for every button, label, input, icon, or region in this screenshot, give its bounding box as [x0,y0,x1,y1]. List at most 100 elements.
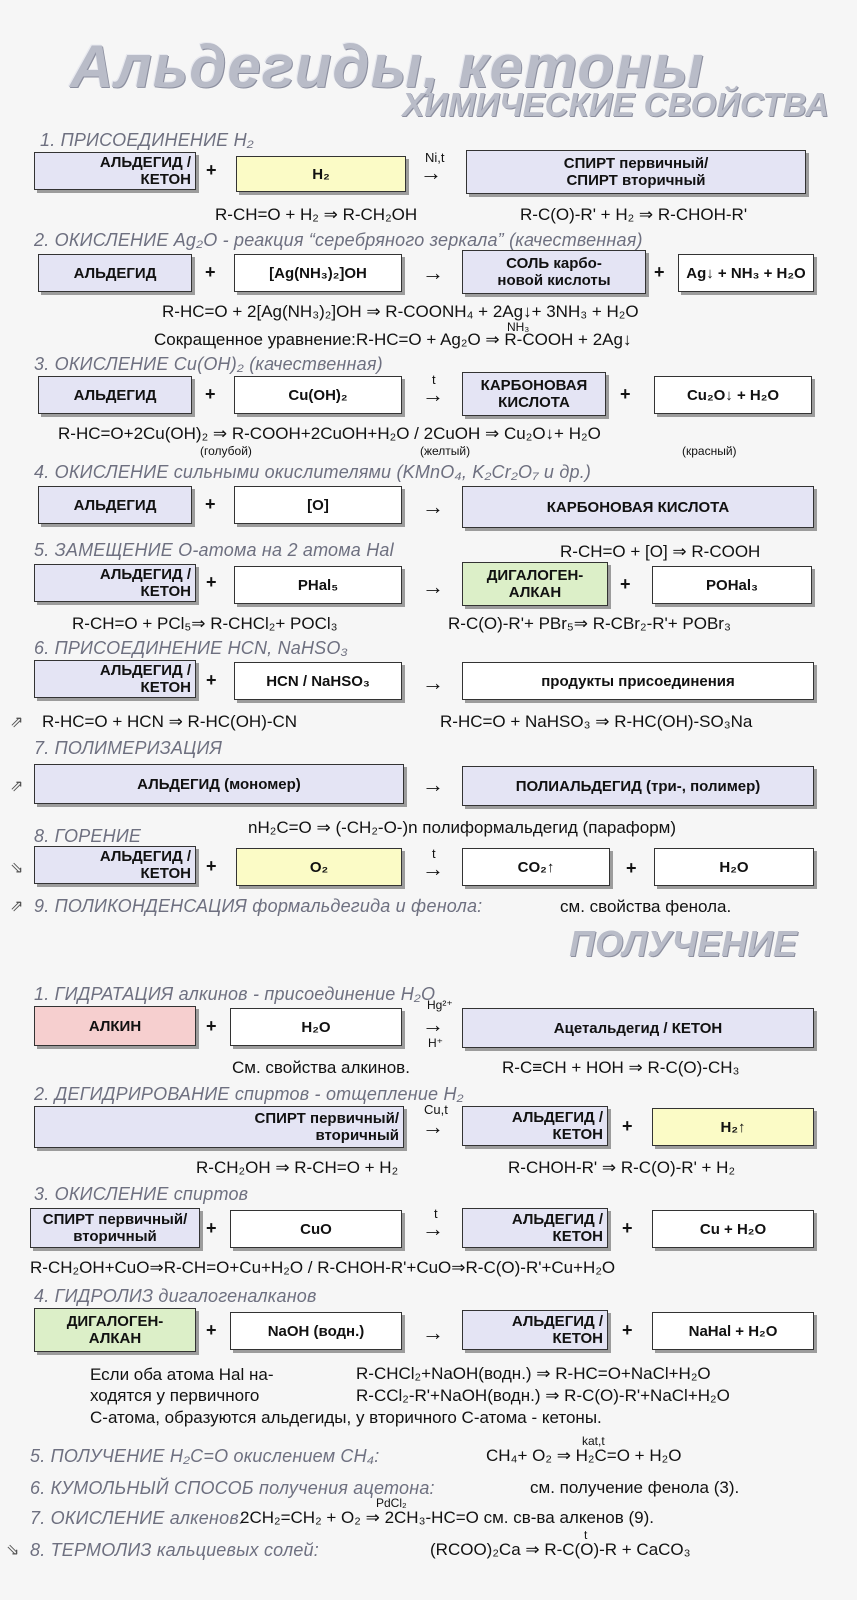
box-co2: CO₂↑ [462,848,610,886]
equation-primary-alcohol: R-CH₂OH ⇒ R-CH=O + H₂ [196,1158,399,1177]
plus-sign: + [206,160,217,180]
equation-thermolysis: (RCOO)₂Ca ⇒ R-C(O)-R + CaCO₃ [430,1540,691,1559]
note-red: (красный) [682,444,737,458]
heading-substitution-hal: 5. ЗАМЕЩЕНИЕ О-атома на 2 атома Hal [34,540,394,560]
plus-sign: + [206,670,217,690]
box-dihaloalkane: ДИГАЛОГЕН- АЛКАН [34,1308,196,1352]
arrow: → [422,1320,444,1345]
heading-cumene: 6. КУМОЛЬНЫЙ СПОСОБ получения ацетона: [30,1478,435,1498]
box-pohal3: POHal₃ [652,566,812,604]
plus-sign: + [206,572,217,592]
equation-cuo-oxidation: R-CH₂OH+CuO⇒R-CH=O+Cu+H₂O / R-CHOH-R'+Cu… [30,1258,616,1277]
equation-short: R-HC=O + Ag₂O ⇒ R-COOH + 2Ag↓ [356,330,632,349]
heading-addition-hcn: 6. ПРИСОЕДИНЕНИЕ HCN, NaHSO₃ [34,638,348,658]
arrow: → [422,670,444,695]
box-dihaloalkane: ДИГАЛОГЕН- АЛКАН [462,562,608,606]
box-copper-hydroxide: Cu(OH)₂ [234,376,402,414]
heading-hydration-alkynes: 1. ГИДРАТАЦИЯ алкинов - присоединение H₂… [34,984,436,1004]
hydrolysis-note-end: С-атома, образуются альдегиды, у вторичн… [90,1408,602,1427]
box-aldehyde: АЛЬДЕГИД [38,376,192,414]
box-oxidant: [O] [234,486,402,524]
equation-pcl5: R-CH=O + PCl₅⇒ R-CHCl₂+ POCl₃ [72,614,338,633]
plus-sign: + [622,1116,633,1136]
plus-sign: + [622,1218,633,1238]
box-o2: O₂ [236,848,402,886]
plus-sign: + [206,856,217,876]
equation-hcn: R-HC=O + HCN ⇒ R-HC(OH)-CN [42,712,298,731]
plus-sign: + [620,574,631,594]
box-aldehyde: АЛЬДЕГИД [38,486,192,524]
plus-sign: + [206,1218,217,1238]
box-alcohol: СПИРТ первичный/ СПИРТ вторичный [466,150,806,194]
box-naoh: NaOH (водн.) [230,1312,402,1350]
equation-secondary-alcohol: R-CHOH-R' ⇒ R-C(O)-R' + H₂ [508,1158,736,1177]
equation-oxidation: R-CH=O + [O] ⇒ R-COOH [560,542,761,561]
condition-h: H⁺ [428,1036,443,1050]
condition-cu-t: Cu,t [424,1102,448,1117]
condition-t: t [434,1206,438,1221]
heading-alcohol-oxidation: 3. ОКИСЛЕНИЕ спиртов [34,1184,249,1204]
box-aldehyde-ketone: АЛЬДЕГИД / КЕТОН [34,564,196,602]
box-cu2o-products: Cu₂O↓ + H₂O [654,376,812,414]
pointer-icon: ⇗ [10,778,24,795]
condition-t: t [432,372,436,387]
plus-sign: + [205,262,216,282]
box-aldehyde-ketone: АЛЬДЕГИД / КЕТОН [462,1106,608,1146]
plus-sign: + [654,262,665,282]
box-hcn-nahso3: HCN / NaHSO₃ [234,662,402,700]
heading-thermolysis: 8. ТЕРМОЛИЗ кальциевых солей: [30,1540,319,1560]
arrow: → [422,1114,444,1139]
box-aldehyde-ketone: АЛЬДЕГИД / КЕТОН [34,152,196,190]
box-addition-products: продукты присоединения [462,662,814,700]
heading-combustion: 8. ГОРЕНИЕ [34,826,142,846]
arrow: → [422,260,444,285]
heading-dehydrogenation: 2. ДЕГИДРИРОВАНИЕ спиртов - отщепление H… [34,1084,464,1104]
box-aldehyde-ketone: АЛЬДЕГИД / КЕТОН [462,1208,608,1248]
condition-ni-t: Ni,t [425,150,445,165]
plus-sign: + [626,858,637,878]
equation-pbr5: R-C(O)-R'+ PBr₅⇒ R-CBr₂-R'+ POBr₃ [448,614,731,633]
box-aldehyde-ketone: АЛЬДЕГИД / КЕТОН [34,660,196,698]
note-blue: (голубой) [200,444,252,458]
plus-sign: + [622,1320,633,1340]
box-h2: H₂↑ [652,1108,814,1146]
arrow: → [422,382,444,407]
box-silver-ammonia: [Ag(NH₃)₂]OH [234,254,402,292]
section-title-properties: ХИМИЧЕСКИЕ СВОЙСТВА [402,86,829,123]
page-title: Альдегиды, кетоны [70,33,705,100]
polycondensation-reference: см. свойства фенола. [560,897,732,916]
plus-sign: + [205,384,216,404]
arrow: → [422,574,444,599]
arrow: → [422,494,444,519]
equation-chcl2: R-CHCl₂+NaOH(водн.) ⇒ R-HC=O+NaCl+H₂O [356,1364,711,1383]
box-nahal-water: NaHal + H₂O [652,1312,814,1350]
plus-sign: + [206,1320,217,1340]
arrow: → [420,160,442,185]
box-silver-products: Ag↓ + NH₃ + H₂O [678,254,814,292]
condition-pdcl2: PdCl₂ [376,1496,407,1510]
box-alcohol: СПИРТ первичный/ вторичный [34,1106,404,1148]
equation-ketone-h2: R-C(O)-R' + H₂ ⇒ R-CHOH-R' [520,205,748,224]
equation-aldehyde-h2: R-CH=O + H₂ ⇒ R-CH₂OH [215,205,418,224]
equation-methane: CH₄+ O₂ ⇒ H₂C=O + H₂O [486,1446,682,1465]
box-carboxylic-acid: КАРБОНОВАЯ КИСЛОТА [462,372,606,416]
box-phal5: PHal₅ [234,566,402,604]
heading-polymerization: 7. ПОЛИМЕРИЗАЦИЯ [34,738,223,758]
arrow: → [422,1012,444,1037]
box-h2: H₂ [236,156,406,192]
box-alcohol: СПИРТ первичный/ вторичный [30,1208,200,1248]
arrow: → [422,1216,444,1241]
hydrolysis-note-start: Если оба атома Hal на- ходятся у первичн… [90,1365,274,1405]
box-copper-water: Cu + H₂O [652,1210,814,1248]
box-water: H₂O [230,1008,402,1046]
pointer-icon: ⇗ [10,714,24,731]
equation-hydration: R-C≡CH + HOH ⇒ R-C(O)-CH₃ [502,1058,740,1077]
heading-addition-h2: 1. ПРИСОЕДИНЕНИЕ H₂ [40,130,254,150]
arrow: → [422,772,444,797]
box-aldehyde-ketone: АЛЬДЕГИД / КЕТОН [34,846,196,884]
pointer-icon: ⇘ [10,860,24,877]
heading-strong-oxidation: 4. ОКИСЛЕНИЕ сильными окислителями (KMnO… [34,462,592,482]
box-polyaldehyde: ПОЛИАЛЬДЕГИД (три-, полимер) [462,766,814,806]
heading-hydrolysis: 4. ГИДРОЛИЗ дигалогеналканов [34,1286,317,1306]
